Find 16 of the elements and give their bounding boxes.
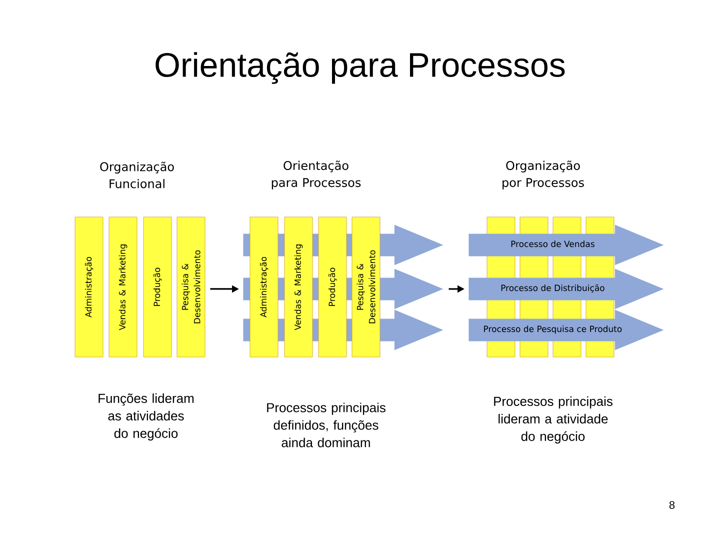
function-column: Produção <box>318 216 347 358</box>
page-number: 8 <box>669 501 675 509</box>
caption: Processos principais lideram a atividade do negócio <box>494 396 612 444</box>
caption: Processos principais definidos, funções ainda dominam <box>267 402 386 448</box>
function-column: Vendas & Marketing <box>284 216 313 358</box>
function-column: Pesquisa & Desenvolvimento <box>352 216 380 358</box>
function-column: Vendas & Marketing <box>108 216 138 358</box>
caption: Funções lideram as atividades do negócio <box>98 393 194 441</box>
function-column: Administração <box>250 216 278 358</box>
title: Orientação para Processos <box>156 52 565 84</box>
function-column: Produção <box>143 216 172 358</box>
column-heading: Organização por Processos <box>502 160 584 190</box>
column-heading: Organização Funcional <box>100 162 174 188</box>
function-column: Pesquisa & Desenvolvimento <box>176 216 206 358</box>
function-column: Administração <box>74 216 104 358</box>
column-heading: Orientação para Processos <box>272 160 361 190</box>
